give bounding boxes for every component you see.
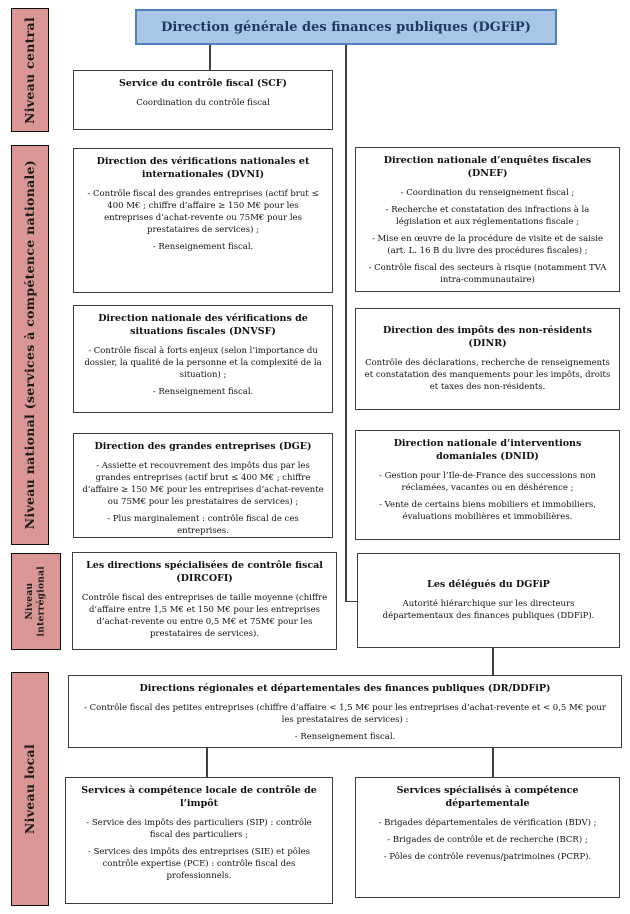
box-delegues-dgfip: Les délégués du DGFiP Autorité hiérarchi… <box>357 553 620 648</box>
level-band-interregional: Niveau interrégional <box>11 553 61 650</box>
box-dnef-line: - Coordination du renseignement fiscal ; <box>400 187 575 198</box>
box-dge-line: - Assiette et recouvrement des impôts du… <box>82 460 324 507</box>
box-drddfip-line: - Renseignement fiscal. <box>294 731 396 742</box>
box-dvni-line: - Renseignement fiscal. <box>152 241 254 252</box>
box-delegues-dgfip-title: Les délégués du DGFiP <box>427 579 550 591</box>
connector-drddfip-services-departementaux <box>492 747 494 777</box>
box-dvni-line: - Contrôle fiscal des grandes entreprise… <box>87 188 319 235</box>
level-band-interregional-label: Niveau interrégional <box>24 566 46 637</box>
level-band-local: Niveau local <box>11 672 49 906</box>
box-dinr-title: Direction des impôts des non-résidents (… <box>382 325 593 349</box>
box-dnvsf-line: - Contrôle fiscal à forts enjeux (selon … <box>84 345 322 380</box>
box-scf: Service du contrôle fiscal (SCF) Coordin… <box>73 70 333 130</box>
box-dvni-title: Direction des vérifications nationales e… <box>96 156 310 180</box>
box-delegues-dgfip-line: Autorité hiérarchique sur les directeurs… <box>382 598 595 621</box>
connector-drddfip-services-locaux <box>206 747 208 777</box>
box-dnef-line: - Recherche et constatation des infracti… <box>385 204 590 227</box>
box-dnid-line: - Vente de certains biens mobiliers et i… <box>379 499 596 522</box>
level-band-local-label: Niveau local <box>22 743 38 835</box>
box-dnef-line: - Contrôle fiscal des secteurs à risque … <box>368 262 607 285</box>
box-dinr: Direction des impôts des non-résidents (… <box>355 308 620 410</box>
box-dnef: Direction nationale d’enquêtes fiscales … <box>355 147 620 292</box>
box-services-locaux: Services à compétence locale de contrôle… <box>65 777 333 904</box>
box-dge: Direction des grandes entreprises (DGE) … <box>73 433 333 538</box>
connector-drop-delegues <box>345 600 357 602</box>
box-dircofi: Les directions spécialisées de contrôle … <box>72 552 337 650</box>
level-band-national-label: Niveau national (services à compétence n… <box>22 160 38 530</box>
box-dnef-title: Direction nationale d’enquêtes fiscales … <box>383 155 592 179</box>
level-band-central-label: Niveau central <box>22 16 38 124</box>
box-dnid-title: Direction nationale d’interventions doma… <box>393 438 582 462</box>
box-dircofi-line: Contrôle fiscal des entreprises de taill… <box>81 592 328 639</box>
box-drddfip: Directions régionales et départementales… <box>68 675 622 748</box>
box-dvni: Direction des vérifications nationales e… <box>73 148 333 293</box>
box-services-departementaux-line: - Brigades départementales de vérificati… <box>378 817 597 828</box>
box-services-departementaux-line: - Pôles de contrôle revenus/patrimoines … <box>383 851 592 862</box>
box-dinr-line: Contrôle des déclarations, recherche de … <box>364 357 611 392</box>
box-dgfip-title: Direction générale des finances publique… <box>161 19 531 35</box>
box-services-locaux-line: - Services des impôts des entreprises (S… <box>88 846 310 881</box>
level-band-national: Niveau national (services à compétence n… <box>11 145 49 545</box>
box-drddfip-title: Directions régionales et départementales… <box>139 683 551 694</box>
box-dnef-line: - Mise en œuvre de la procédure de visit… <box>371 233 604 256</box>
box-dge-line: - Plus marginalement : contrôle fiscal d… <box>107 514 299 537</box>
box-dnvsf-title: Direction nationale des vérifications de… <box>98 313 308 337</box>
box-services-departementaux: Services spécialisés à compétence départ… <box>355 777 620 898</box>
box-dnid: Direction nationale d’interventions doma… <box>355 430 620 540</box>
box-dnid-line: - Gestion pour l’Ile-de-France des succe… <box>379 470 596 493</box>
box-drddfip-line: - Contrôle fiscal des petites entreprise… <box>84 702 606 725</box>
box-dnvsf: Direction nationale des vérifications de… <box>73 305 333 413</box>
box-services-locaux-line: - Service des impôts des particuliers (S… <box>86 817 312 840</box>
box-scf-title: Service du contrôle fiscal (SCF) <box>118 78 288 89</box>
box-dgfip: Direction générale des finances publique… <box>135 9 557 45</box>
connector-dgfip-drop <box>345 45 347 602</box>
connector-delegues-drddfip <box>492 647 494 675</box>
box-dnvsf-line: - Renseignement fiscal. <box>152 386 254 397</box>
box-services-departementaux-title: Services spécialisés à compétence départ… <box>396 785 579 809</box>
box-dircofi-title: Les directions spécialisées de contrôle … <box>86 560 323 584</box>
box-services-locaux-title: Services à compétence locale de contrôle… <box>81 785 317 809</box>
box-dge-title: Direction des grandes entreprises (DGE) <box>94 441 312 452</box>
box-services-departementaux-line: - Brigades de contrôle et de recherche (… <box>387 834 588 845</box>
box-scf-line: Coordination du contrôle fiscal <box>136 97 270 108</box>
connector-dgfip-scf <box>209 45 211 70</box>
level-band-central: Niveau central <box>11 8 49 132</box>
